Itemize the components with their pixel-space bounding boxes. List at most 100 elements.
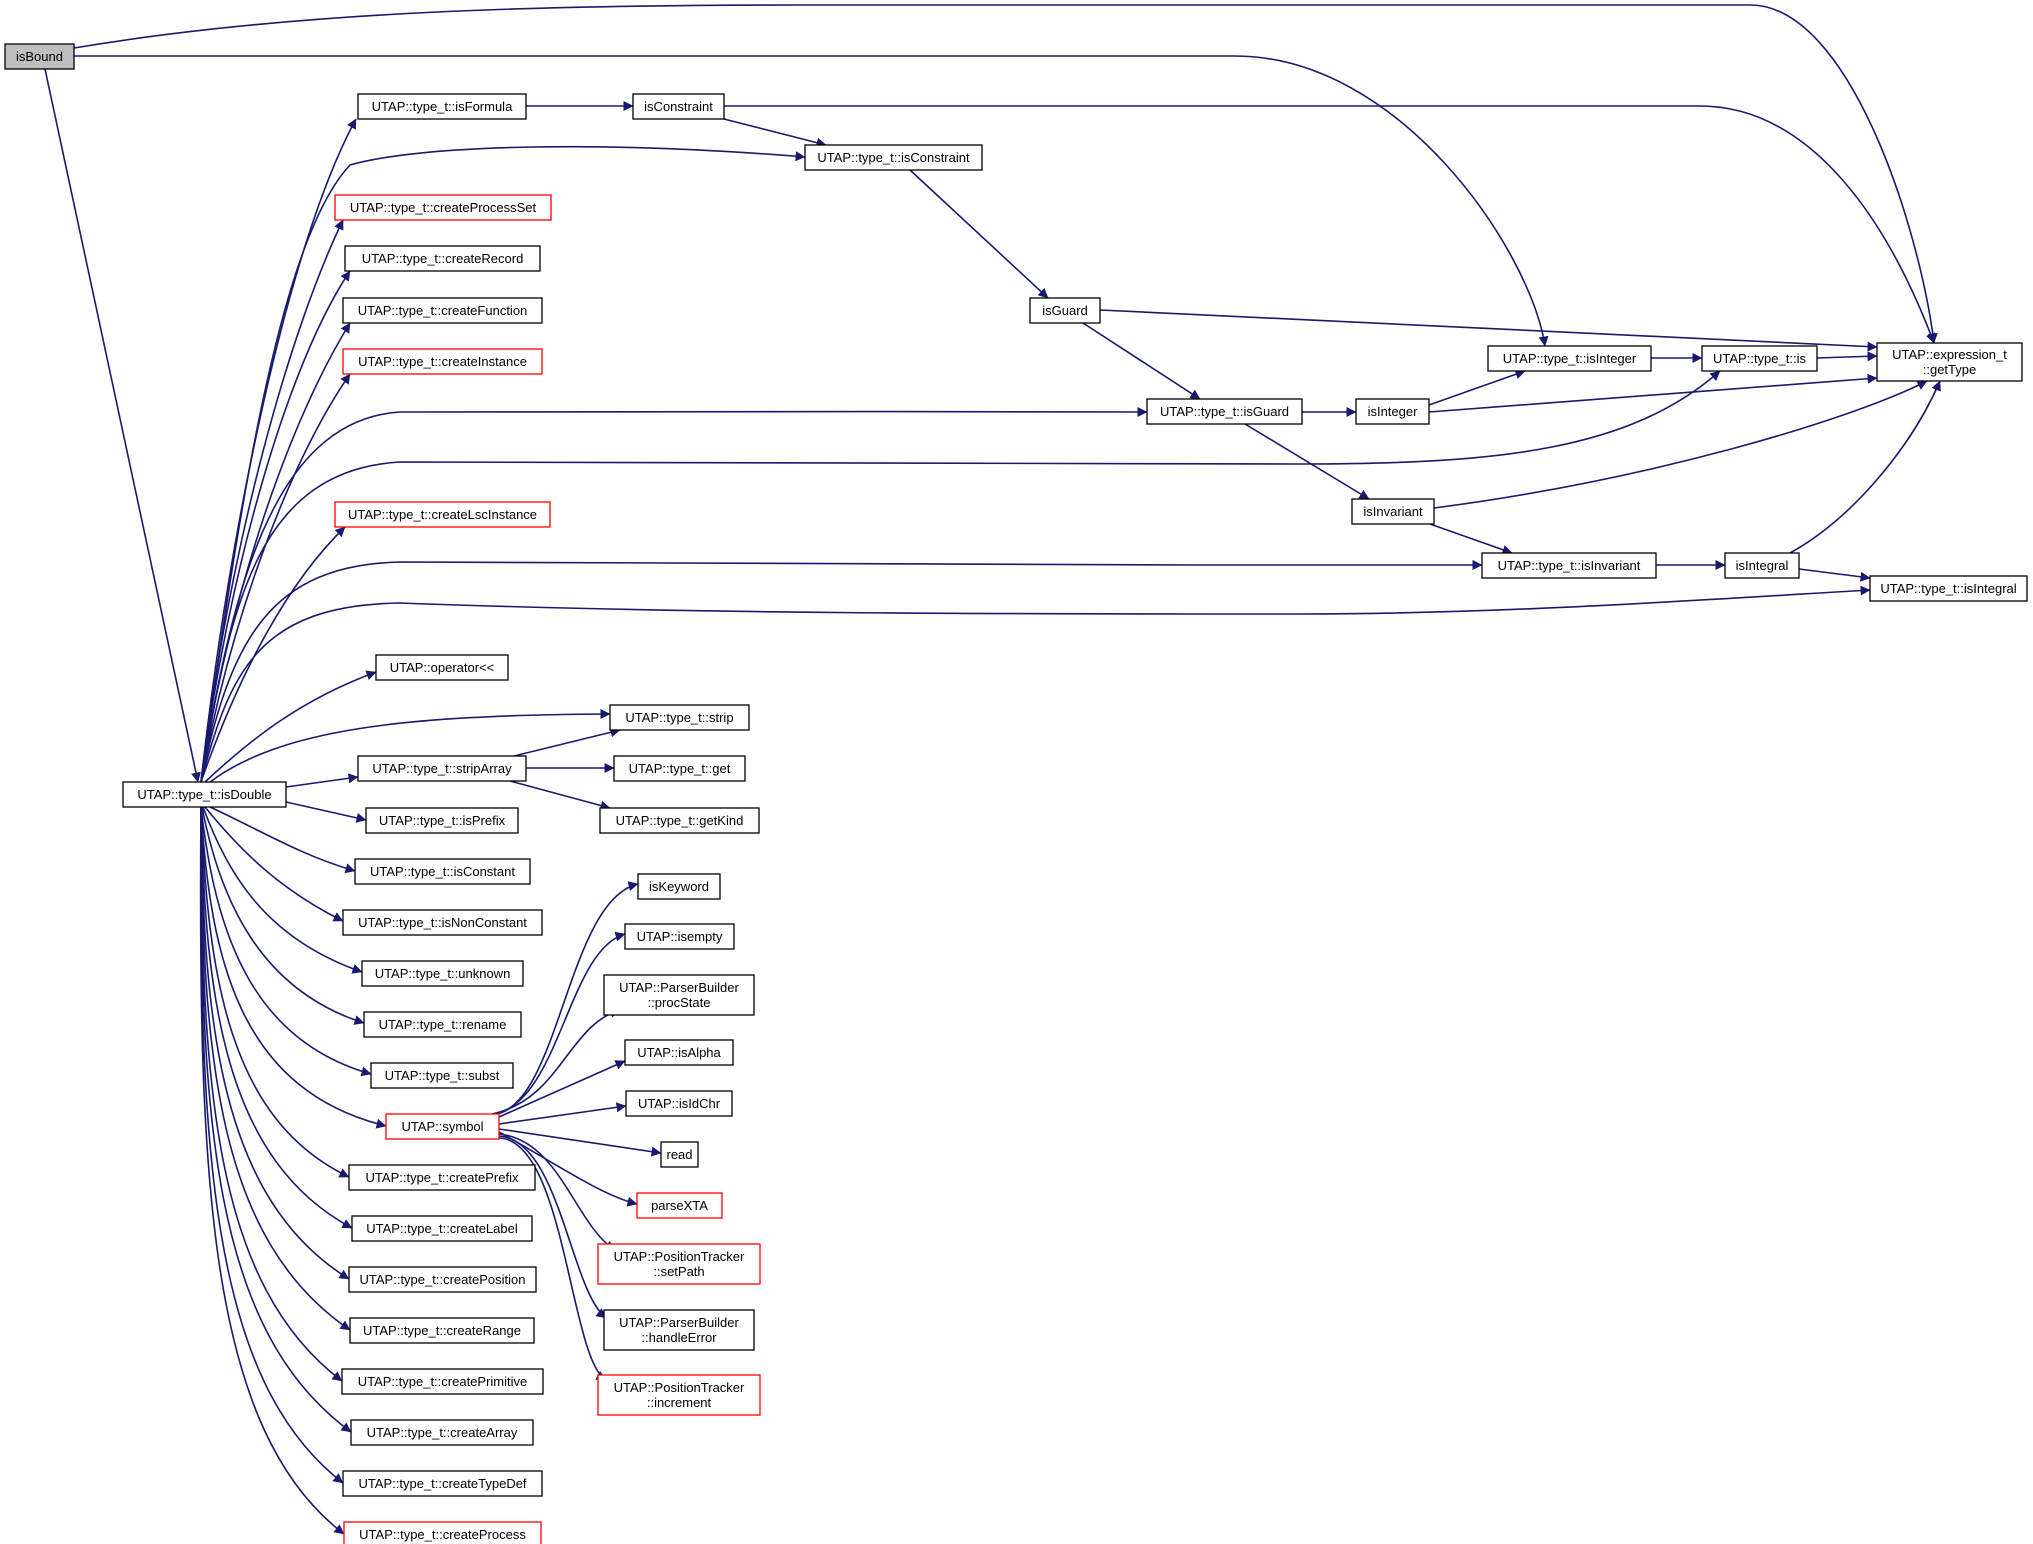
node-isFormula[interactable]: UTAP::type_t::isFormula <box>357 93 527 120</box>
node-isKeyword[interactable]: isKeyword <box>637 873 721 900</box>
node-box[interactable] <box>361 960 524 987</box>
node-symbol[interactable]: UTAP::symbol <box>385 1113 500 1140</box>
node-isInvariantFree[interactable]: isInvariant <box>1351 498 1435 525</box>
node-box[interactable] <box>122 781 287 808</box>
node-get[interactable]: UTAP::type_t::get <box>613 755 746 782</box>
node-box[interactable] <box>348 1266 537 1293</box>
node-isGuardFree[interactable]: isGuard <box>1029 297 1101 324</box>
node-box[interactable] <box>343 1521 542 1544</box>
node-box[interactable] <box>342 348 543 375</box>
node-isGuardM[interactable]: UTAP::type_t::isGuard <box>1146 398 1303 425</box>
node-createRange[interactable]: UTAP::type_t::createRange <box>349 1317 535 1344</box>
node-box[interactable] <box>350 1419 534 1446</box>
node-is[interactable]: UTAP::type_t::is <box>1701 345 1818 372</box>
node-box[interactable] <box>632 93 725 120</box>
node-box[interactable] <box>597 1243 761 1285</box>
node-box[interactable] <box>804 144 983 171</box>
node-box[interactable] <box>597 1374 761 1416</box>
node-box[interactable] <box>4 43 75 70</box>
node-box[interactable] <box>1876 342 2023 382</box>
node-stripArray[interactable]: UTAP::type_t::stripArray <box>357 755 527 782</box>
node-box[interactable] <box>1146 398 1303 425</box>
node-createLscInstance[interactable]: UTAP::type_t::createLscInstance <box>334 501 551 528</box>
node-box[interactable] <box>342 909 543 936</box>
node-box[interactable] <box>1481 552 1657 579</box>
node-operatorShl[interactable]: UTAP::operator<< <box>375 654 509 681</box>
node-procState[interactable]: UTAP::ParserBuilder::procState <box>603 974 755 1016</box>
node-box[interactable] <box>599 807 760 834</box>
node-createProcess[interactable]: UTAP::type_t::createProcess <box>343 1521 542 1544</box>
node-isNonConstant[interactable]: UTAP::type_t::isNonConstant <box>342 909 543 936</box>
node-subst[interactable]: UTAP::type_t::subst <box>370 1062 514 1089</box>
node-box[interactable] <box>334 194 552 221</box>
node-createPosition[interactable]: UTAP::type_t::createPosition <box>348 1266 537 1293</box>
node-createPrefix[interactable]: UTAP::type_t::createPrefix <box>348 1164 536 1191</box>
node-box[interactable] <box>624 1039 734 1066</box>
node-box[interactable] <box>348 1164 536 1191</box>
node-box[interactable] <box>375 654 509 681</box>
node-box[interactable] <box>370 1062 514 1089</box>
node-isPrefix[interactable]: UTAP::type_t::isPrefix <box>365 807 519 834</box>
node-box[interactable] <box>385 1113 500 1140</box>
node-box[interactable] <box>609 704 750 731</box>
node-isConstraintFree[interactable]: isConstraint <box>632 93 725 120</box>
node-isAlpha[interactable]: UTAP::isAlpha <box>624 1039 734 1066</box>
node-createLabel[interactable]: UTAP::type_t::createLabel <box>351 1215 533 1242</box>
node-createPrimitive[interactable]: UTAP::type_t::createPrimitive <box>341 1368 544 1395</box>
node-box[interactable] <box>1351 498 1435 525</box>
node-box[interactable] <box>1724 552 1800 579</box>
node-createInstance[interactable]: UTAP::type_t::createInstance <box>342 348 543 375</box>
node-box[interactable] <box>342 1470 543 1497</box>
node-box[interactable] <box>1355 398 1430 425</box>
node-isInvariantM[interactable]: UTAP::type_t::isInvariant <box>1481 552 1657 579</box>
node-box[interactable] <box>342 297 543 324</box>
node-isIntegerFree[interactable]: isInteger <box>1355 398 1430 425</box>
node-strip[interactable]: UTAP::type_t::strip <box>609 704 750 731</box>
node-parseXTA[interactable]: parseXTA <box>636 1192 723 1219</box>
node-createArray[interactable]: UTAP::type_t::createArray <box>350 1419 534 1446</box>
node-box[interactable] <box>636 1192 723 1219</box>
node-box[interactable] <box>363 1011 522 1038</box>
node-box[interactable] <box>365 807 519 834</box>
node-box[interactable] <box>613 755 746 782</box>
node-box[interactable] <box>660 1141 699 1168</box>
node-box[interactable] <box>1487 345 1652 372</box>
node-box[interactable] <box>357 93 527 120</box>
node-isDouble[interactable]: UTAP::type_t::isDouble <box>122 781 287 808</box>
node-createRecord[interactable]: UTAP::type_t::createRecord <box>344 245 541 272</box>
node-box[interactable] <box>603 974 755 1016</box>
node-box[interactable] <box>637 873 721 900</box>
node-isBound[interactable]: isBound <box>4 43 75 70</box>
node-box[interactable] <box>344 245 541 272</box>
node-box[interactable] <box>1701 345 1818 372</box>
node-box[interactable] <box>341 1368 544 1395</box>
node-getKind[interactable]: UTAP::type_t::getKind <box>599 807 760 834</box>
node-box[interactable] <box>334 501 551 528</box>
node-setPath[interactable]: UTAP::PositionTracker::setPath <box>597 1243 761 1285</box>
node-handleError[interactable]: UTAP::ParserBuilder::handleError <box>603 1309 755 1351</box>
node-rename[interactable]: UTAP::type_t::rename <box>363 1011 522 1038</box>
node-box[interactable] <box>351 1215 533 1242</box>
node-isempty[interactable]: UTAP::isempty <box>624 923 735 950</box>
node-isConstraintM[interactable]: UTAP::type_t::isConstraint <box>804 144 983 171</box>
node-isIdChr[interactable]: UTAP::isIdChr <box>625 1090 733 1117</box>
node-box[interactable] <box>357 755 527 782</box>
node-increment[interactable]: UTAP::PositionTracker::increment <box>597 1374 761 1416</box>
node-box[interactable] <box>354 858 531 885</box>
node-isIntegerM[interactable]: UTAP::type_t::isInteger <box>1487 345 1652 372</box>
node-createTypeDef[interactable]: UTAP::type_t::createTypeDef <box>342 1470 543 1497</box>
node-isIntegralFree[interactable]: isIntegral <box>1724 552 1800 579</box>
node-box[interactable] <box>1869 575 2028 602</box>
node-createProcessSet[interactable]: UTAP::type_t::createProcessSet <box>334 194 552 221</box>
node-box[interactable] <box>1029 297 1101 324</box>
node-unknown[interactable]: UTAP::type_t::unknown <box>361 960 524 987</box>
node-isConstant[interactable]: UTAP::type_t::isConstant <box>354 858 531 885</box>
node-read[interactable]: read <box>660 1141 699 1168</box>
node-isIntegralM[interactable]: UTAP::type_t::isIntegral <box>1869 575 2028 602</box>
node-box[interactable] <box>603 1309 755 1351</box>
node-createFunction[interactable]: UTAP::type_t::createFunction <box>342 297 543 324</box>
node-getType[interactable]: UTAP::expression_t::getType <box>1876 342 2023 382</box>
node-box[interactable] <box>625 1090 733 1117</box>
node-box[interactable] <box>624 923 735 950</box>
node-box[interactable] <box>349 1317 535 1344</box>
